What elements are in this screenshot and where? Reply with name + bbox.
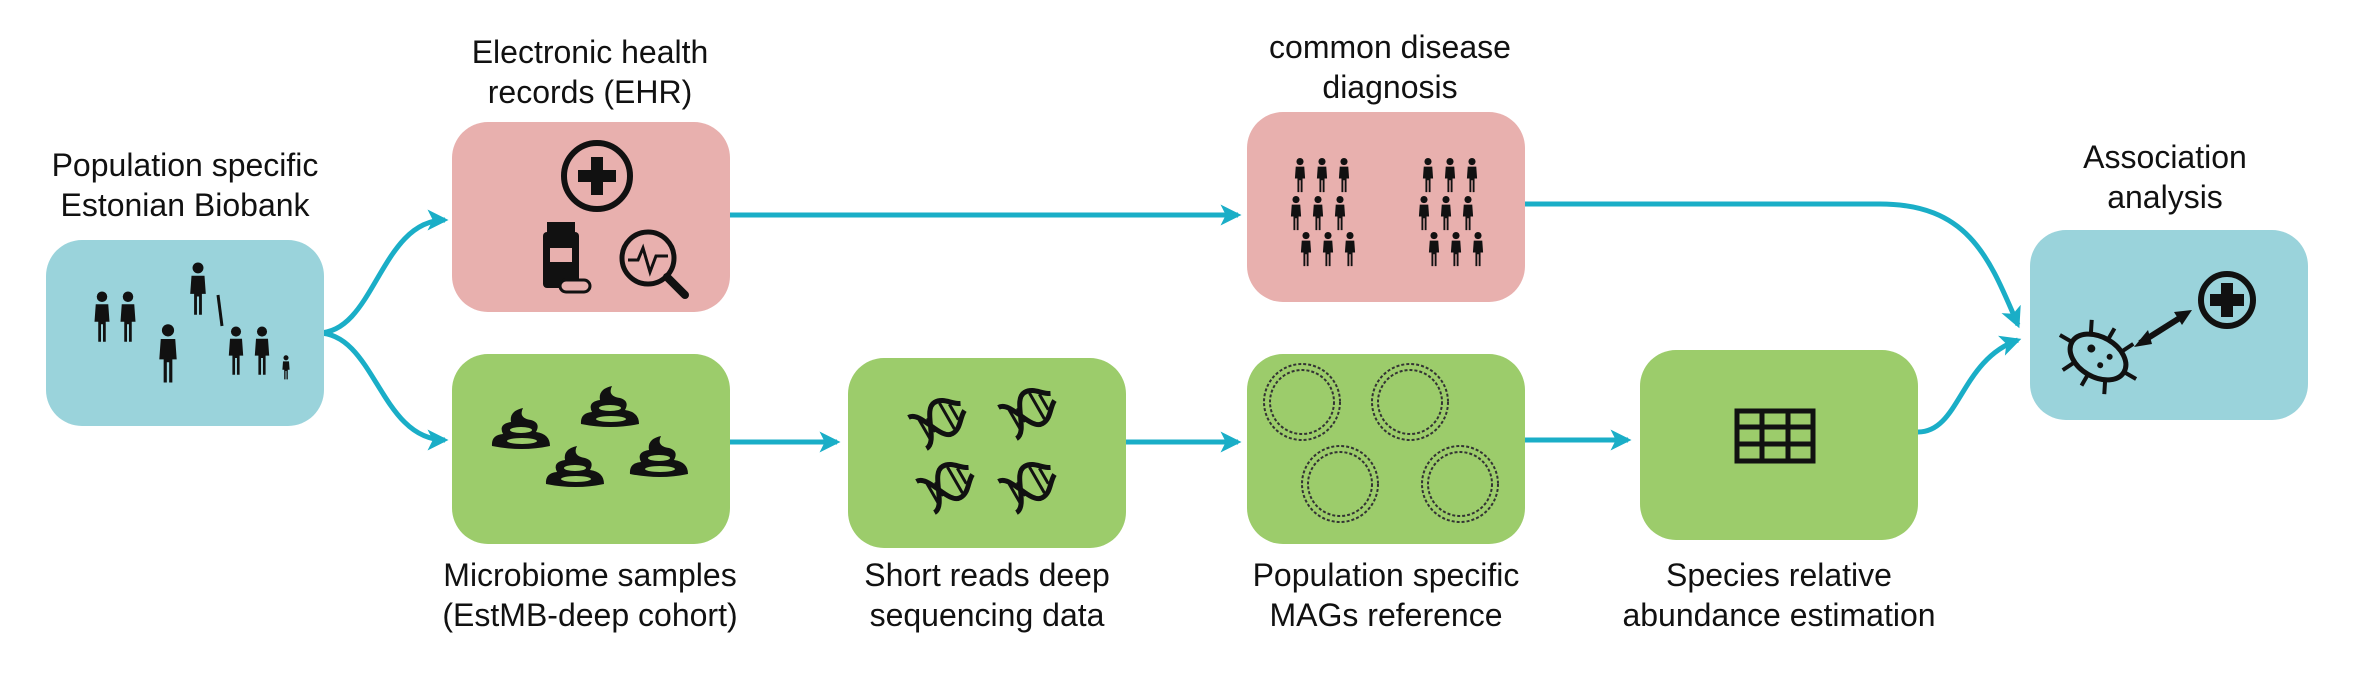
box-ehr [452,122,730,312]
box-biobank [46,240,324,426]
label-biobank: Population specific Estonian Biobank [51,147,319,223]
medical-records-icon [543,140,689,299]
bacteria-health-link-icon [2058,271,2256,395]
box-microbiome [452,354,730,544]
table-grid-icon [1734,408,1816,464]
arrow-abundance-to-association [1917,335,2022,435]
label-association: Association analysis [2083,139,2247,215]
connectors [317,201,2022,453]
arrow-diagnosis-to-association [1525,201,2021,329]
label-mags: Population specific MAGs reference [1252,557,1520,633]
label-ehr: Electronic health records (EHR) [471,34,709,110]
box-diagnosis [1247,112,1525,302]
label-abundance: Species relative abundance estimation [1622,557,1936,633]
family-icon [94,262,290,383]
arrow-biobank-to-microbiome [317,330,449,451]
arrow-biobank-to-ehr [317,209,449,336]
box-short-reads [848,358,1126,548]
label-microbiome: Microbiome samples (EstMB-deep cohort) [442,557,738,633]
label-short-reads: Short reads deep sequencing data [864,557,1110,633]
box-mags [1247,354,1525,544]
label-diagnosis: common disease diagnosis [1269,29,1511,105]
